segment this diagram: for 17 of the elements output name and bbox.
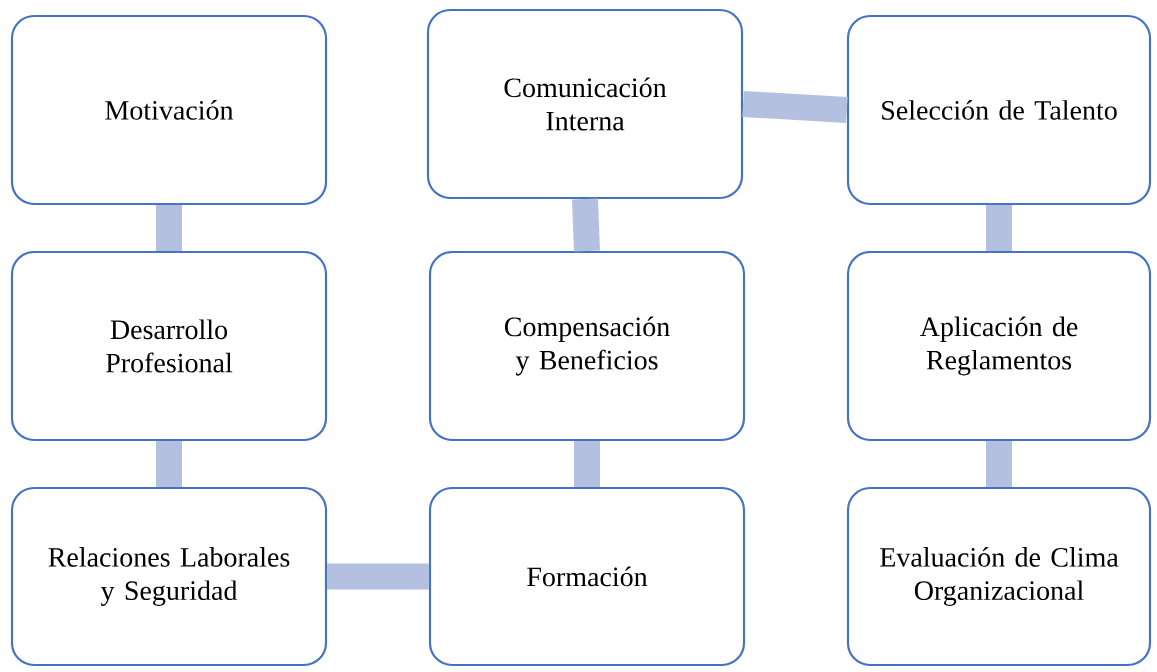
connector <box>156 441 182 487</box>
process-box: Comunicación Interna <box>426 8 744 200</box>
process-box: Relaciones Laborales y Seguridad <box>10 486 328 667</box>
process-box: Evaluación de Clima Organizacional <box>846 486 1152 667</box>
process-box: Motivación <box>10 14 328 206</box>
process-box: Formación <box>428 486 746 667</box>
connector <box>572 198 600 252</box>
connector <box>574 441 600 487</box>
connector <box>742 91 848 123</box>
process-box: Aplicación de Reglamentos <box>846 250 1152 442</box>
connector <box>986 441 1012 487</box>
process-box: Selección de Talento <box>846 14 1152 206</box>
process-box: Desarrollo Profesional <box>10 250 328 442</box>
connector <box>327 563 429 590</box>
connector <box>156 205 182 251</box>
process-box: Compensación y Beneficios <box>428 250 746 442</box>
connector <box>986 205 1012 251</box>
